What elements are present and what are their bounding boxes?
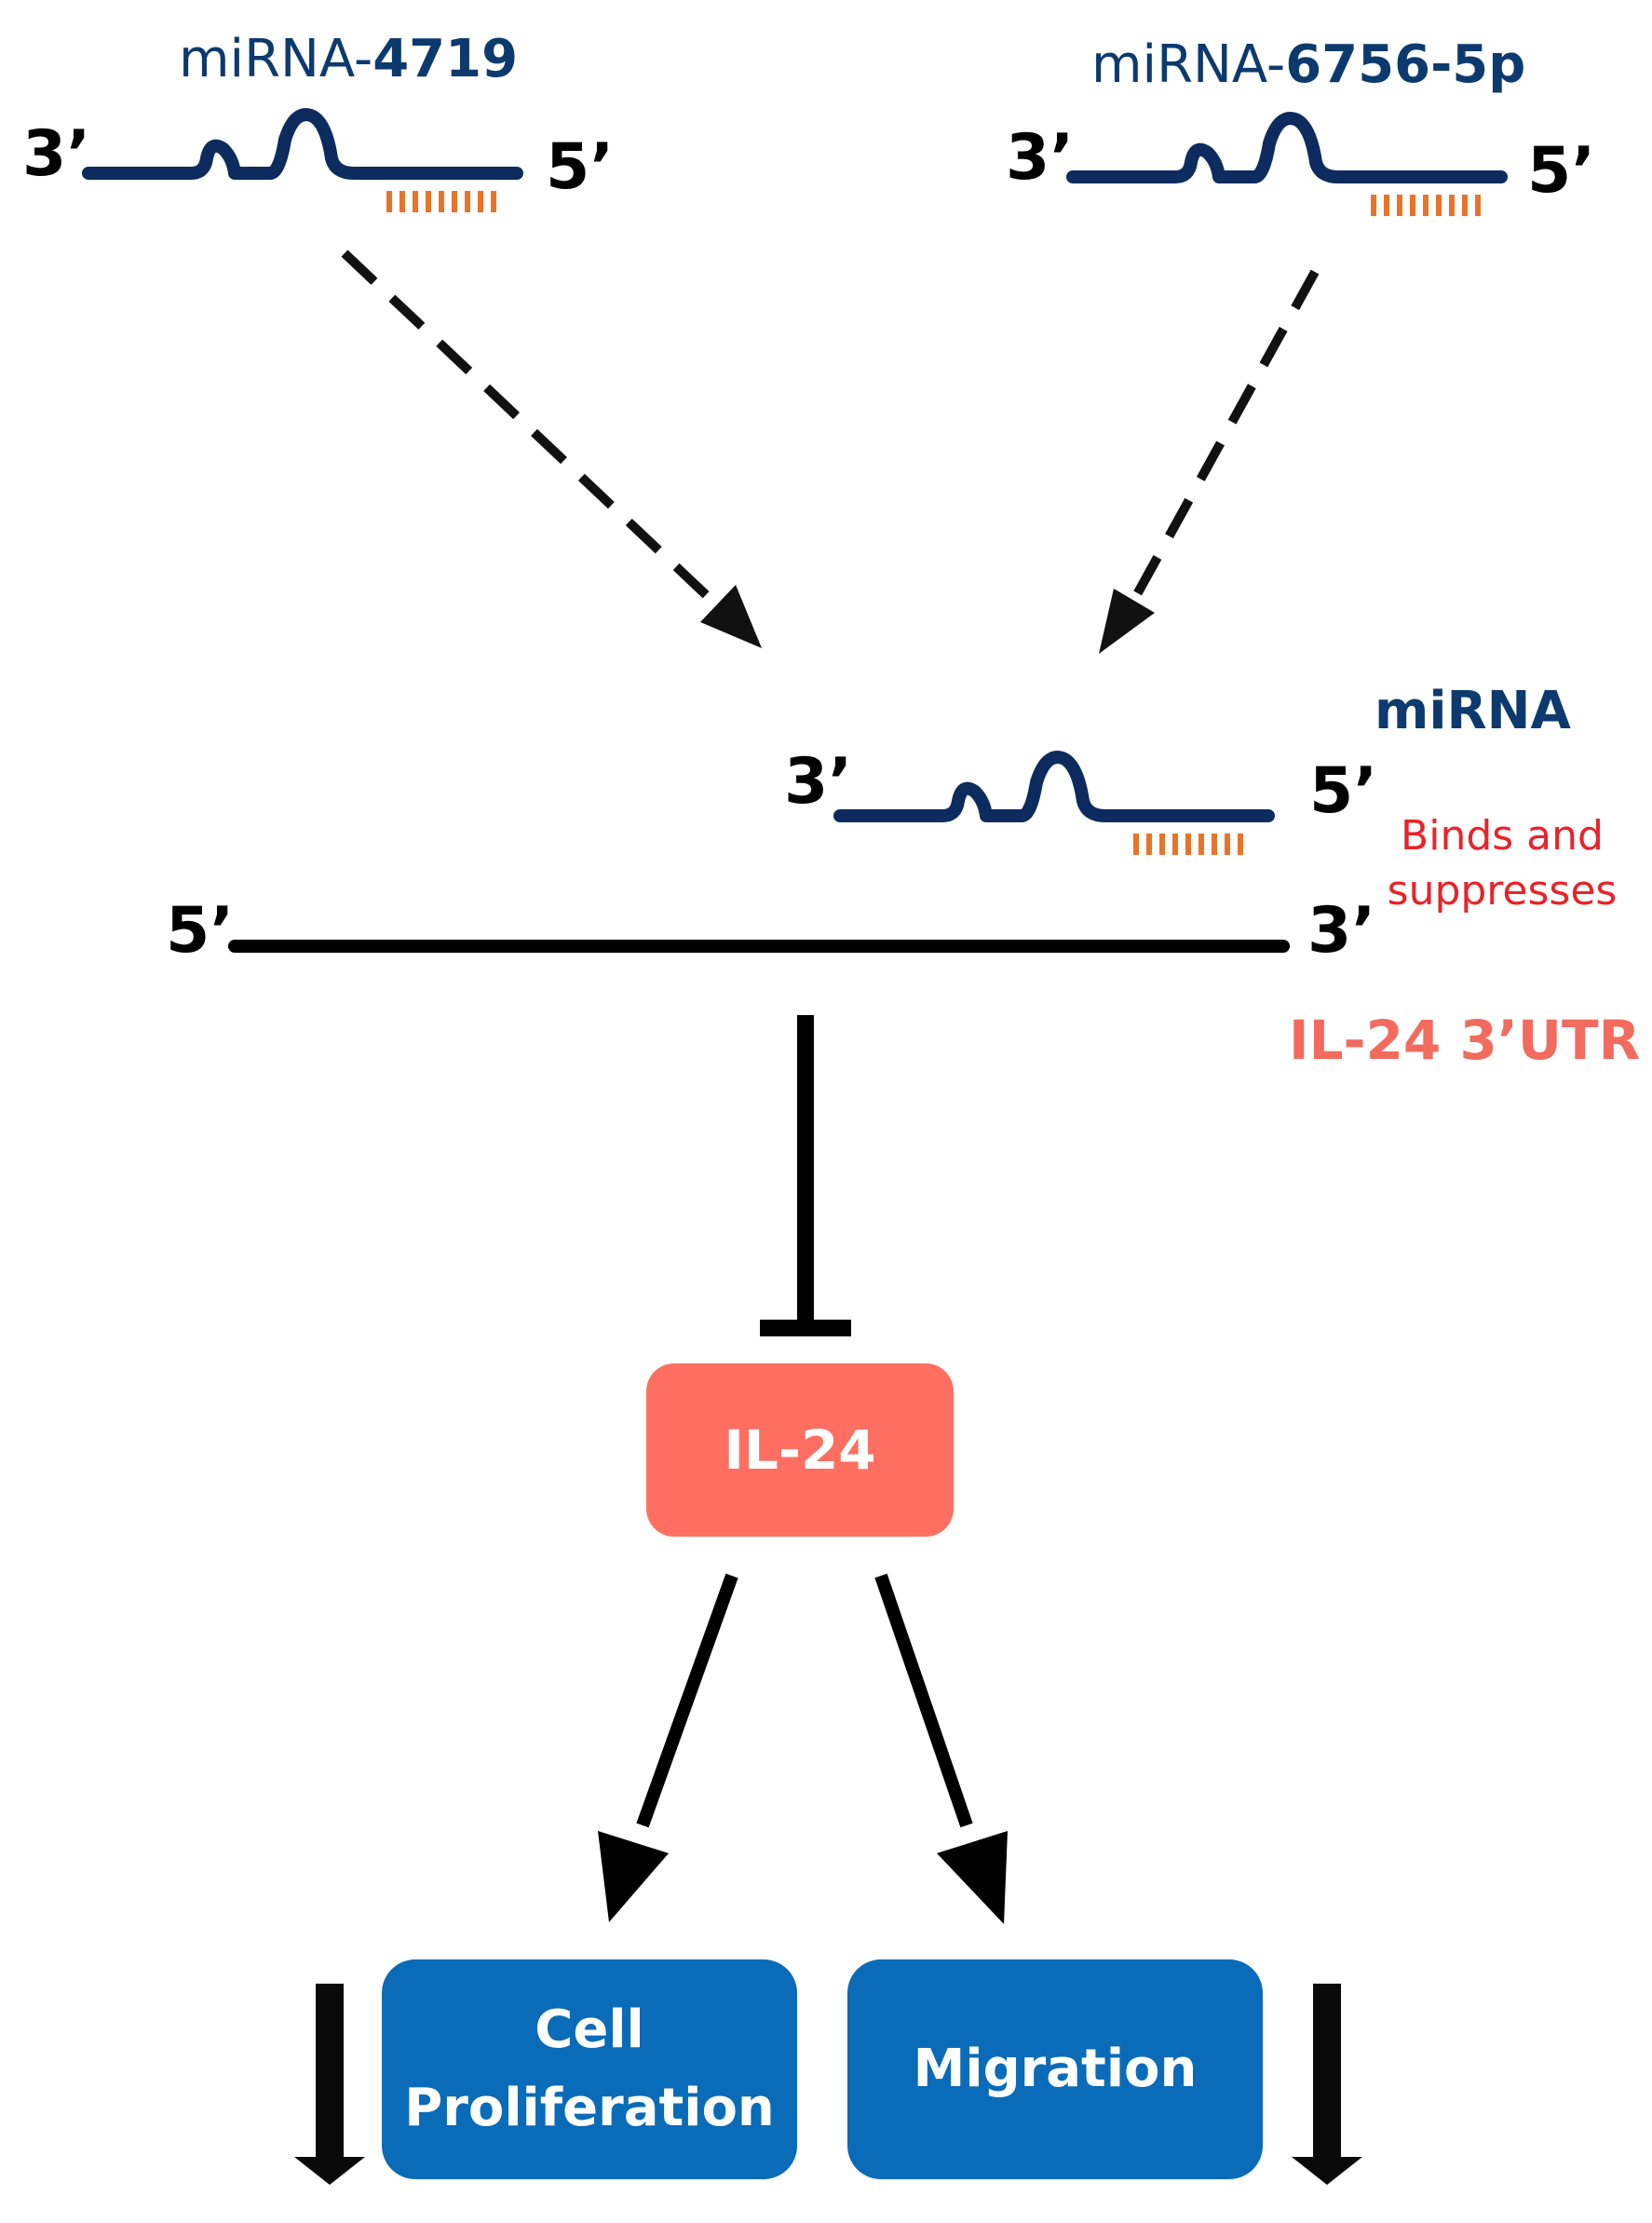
utr-5prime: 5’ — [166, 894, 235, 968]
mirna-bound-strand — [833, 751, 1275, 855]
binds-line-1: Binds and — [1401, 812, 1604, 860]
mirna-6756-5p-3prime: 3’ — [1006, 121, 1075, 195]
cell-proliferation-line-1: Cell — [535, 1999, 644, 2060]
proliferation-down-arrow-icon — [294, 1984, 365, 2185]
mirna-6756-5p-name: 6756-5p — [1285, 34, 1526, 95]
il24-label: IL-24 — [724, 1418, 876, 1482]
mirna-6756-5p-strand — [1066, 112, 1508, 216]
dashed-arrow-right — [1099, 269, 1320, 654]
utr-3prime: 3’ — [1307, 894, 1376, 968]
il24-box: IL-24 — [646, 1363, 954, 1537]
migration-box: Migration — [847, 1959, 1263, 2179]
migration-label: Migration — [913, 2039, 1198, 2099]
cell-proliferation-line-2: Proliferation — [404, 2078, 775, 2138]
dashed-arrow-left — [341, 250, 762, 648]
mirna-4719-5prime: 5’ — [546, 130, 615, 204]
mirna-4719-3prime: 3’ — [22, 117, 91, 191]
mirna-6756-5p-prefix: miRNA- — [1091, 34, 1286, 95]
mirna-bound-title: miRNA — [1374, 681, 1571, 741]
binds-line-2: suppresses — [1387, 867, 1618, 915]
mirna-6756-5p-5prime: 5’ — [1527, 134, 1596, 208]
mirna-6756-5p-title: miRNA-6756-5p — [1091, 39, 1525, 91]
cell-proliferation-box: Cell Proliferation — [382, 1959, 797, 2179]
mirna-4719-prefix: miRNA- — [179, 29, 373, 89]
mirna-6756-5p-seed-marks — [1371, 195, 1481, 216]
mirna-4719-seed-marks — [386, 191, 496, 212]
arrow-to-proliferation — [598, 1573, 738, 1922]
utr-label: IL-24 3’UTR — [1289, 1009, 1641, 1072]
mirna-bound-seed-marks — [1133, 834, 1243, 855]
mirna-4719-name: 4719 — [372, 29, 519, 89]
migration-down-arrow-icon — [1292, 1984, 1362, 2185]
mirna-4719-strand — [82, 108, 523, 212]
mirna-bound-3prime: 3’ — [784, 745, 853, 819]
mirna-bound-5prime: 5’ — [1309, 754, 1378, 828]
inhibition-arrow — [760, 1015, 851, 1336]
binds-and-suppresses-text: Binds and suppresses — [1380, 808, 1624, 919]
arrow-to-migration — [874, 1573, 1008, 1924]
mirna-4719-title: miRNA-4719 — [179, 34, 518, 86]
